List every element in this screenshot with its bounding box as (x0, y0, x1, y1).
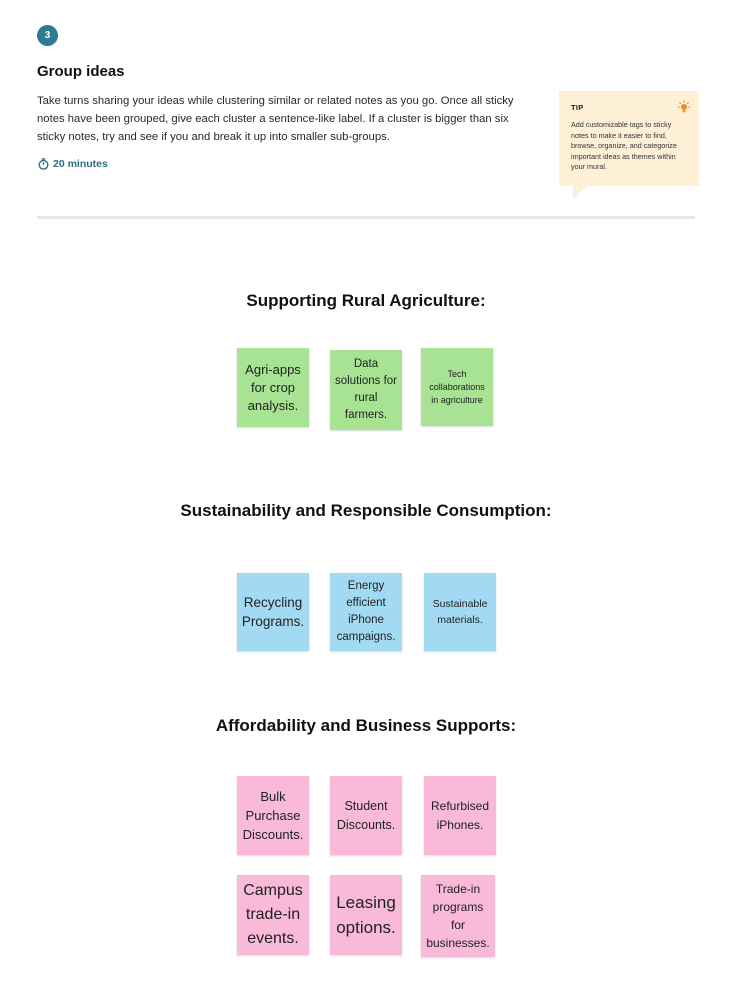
sticky-note[interactable]: Energy efficient iPhone campaigns. (330, 573, 402, 651)
cluster-title: Sustainability and Responsible Consumpti… (180, 501, 552, 520)
step-number-badge: 3 (37, 25, 58, 46)
sticky-note[interactable]: Student Discounts. (330, 776, 402, 855)
duration-indicator: 20 minutes (38, 158, 108, 170)
sticky-note[interactable]: Refurbised iPhones. (424, 776, 496, 855)
sticky-note[interactable]: Tech collaborations in agriculture (421, 348, 493, 426)
cluster-title: Affordability and Business Supports: (215, 716, 517, 735)
sticky-note[interactable]: Leasing options. (330, 875, 402, 955)
sticky-note[interactable]: Agri-apps for crop analysis. (237, 348, 309, 427)
stopwatch-icon (38, 158, 49, 170)
sticky-note[interactable]: Bulk Purchase Discounts. (237, 776, 309, 855)
page-title: Group ideas (37, 63, 125, 80)
cluster-title: Supporting Rural Agriculture: (246, 291, 486, 310)
sticky-note[interactable]: Trade-in programs for businesses. (421, 875, 495, 957)
lightbulb-icon (677, 100, 691, 119)
sticky-note[interactable]: Sustainable materials. (424, 573, 496, 651)
tip-callout: TIP Add customizable tags to sticky note… (559, 91, 699, 200)
instructions-text: Take turns sharing your ideas while clus… (37, 95, 514, 143)
duration-label: 20 minutes (53, 158, 108, 170)
sticky-note[interactable]: Campus trade-in events. (237, 875, 309, 955)
section-divider (37, 216, 695, 219)
sticky-note[interactable]: Data solutions for rural farmers. (330, 350, 402, 430)
tip-text: Add customizable tags to sticky notes to… (571, 120, 677, 171)
sticky-note[interactable]: Recycling Programs. (237, 573, 309, 651)
tip-label: TIP (571, 103, 584, 112)
